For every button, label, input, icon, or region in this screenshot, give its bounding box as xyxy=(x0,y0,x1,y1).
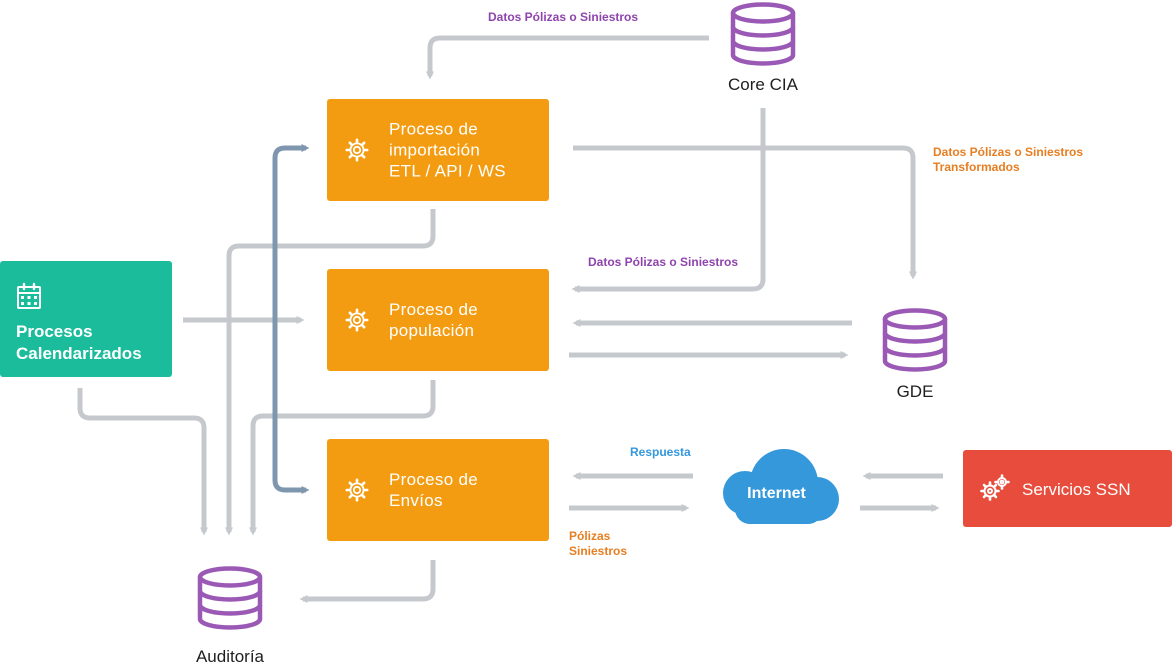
edge-label-core-to-import: Datos Pólizas o Siniestros xyxy=(488,10,639,24)
core-cia-database[interactable] xyxy=(730,2,796,71)
arrow-calendar-to-audit xyxy=(77,388,208,536)
cloud-icon xyxy=(723,449,839,524)
arrow-import-to-gde xyxy=(573,145,917,280)
gear-icon xyxy=(345,308,369,337)
gde-database[interactable] xyxy=(882,308,948,377)
sends-process-label: Proceso de Envíos xyxy=(389,470,478,510)
calendar-icon xyxy=(16,282,42,315)
database-icon xyxy=(882,308,948,372)
ssn-services-box[interactable]: Servicios SSN xyxy=(963,450,1172,527)
audit-label: Auditoría xyxy=(195,647,265,666)
audit-database[interactable] xyxy=(197,566,263,635)
ssn-services-label: Servicios SSN xyxy=(1022,480,1131,499)
database-icon xyxy=(197,566,263,630)
edge-label-policies-claims: Pólizas Siniestros xyxy=(569,529,628,558)
gear-icon xyxy=(345,138,369,167)
arrow-scheduler-to-sends xyxy=(272,470,310,494)
gde-label: GDE xyxy=(896,382,934,401)
core-cia-label: Core CIA xyxy=(728,75,798,94)
scheduled-processes-label: Procesos Calendarizados xyxy=(16,322,142,363)
arrow-core-to-population xyxy=(571,108,766,293)
scheduled-processes-box[interactable]: Procesos Calendarizados xyxy=(0,261,172,377)
edge-label-response: Respuesta xyxy=(630,445,691,459)
sends-process-box[interactable]: Proceso de Envíos xyxy=(327,439,549,541)
database-icon xyxy=(730,2,796,66)
edge-label-core-to-population: Datos Pólizas o Siniestros xyxy=(588,255,739,269)
import-process-box[interactable]: Proceso de importación ETL / API / WS xyxy=(327,99,549,201)
population-process-box[interactable]: Proceso de populación xyxy=(327,269,549,371)
arrow-sends-to-audit xyxy=(299,560,436,603)
edge-label-import-to-gde: Datos Pólizas o Siniestros Transformados xyxy=(933,145,1084,174)
internet-cloud[interactable]: Internet xyxy=(713,449,840,530)
gears-icon xyxy=(979,474,1011,507)
arrow-scheduler-to-import xyxy=(272,144,310,480)
arrow-import-to-audit xyxy=(225,209,436,536)
arrow-core-to-import xyxy=(426,35,709,80)
gear-icon xyxy=(345,478,369,507)
arrow-population-to-audit xyxy=(249,380,436,536)
internet-label: Internet xyxy=(747,485,806,502)
import-process-label: Proceso de importación ETL / API / WS xyxy=(389,119,506,181)
population-process-label: Proceso de populación xyxy=(389,300,478,340)
